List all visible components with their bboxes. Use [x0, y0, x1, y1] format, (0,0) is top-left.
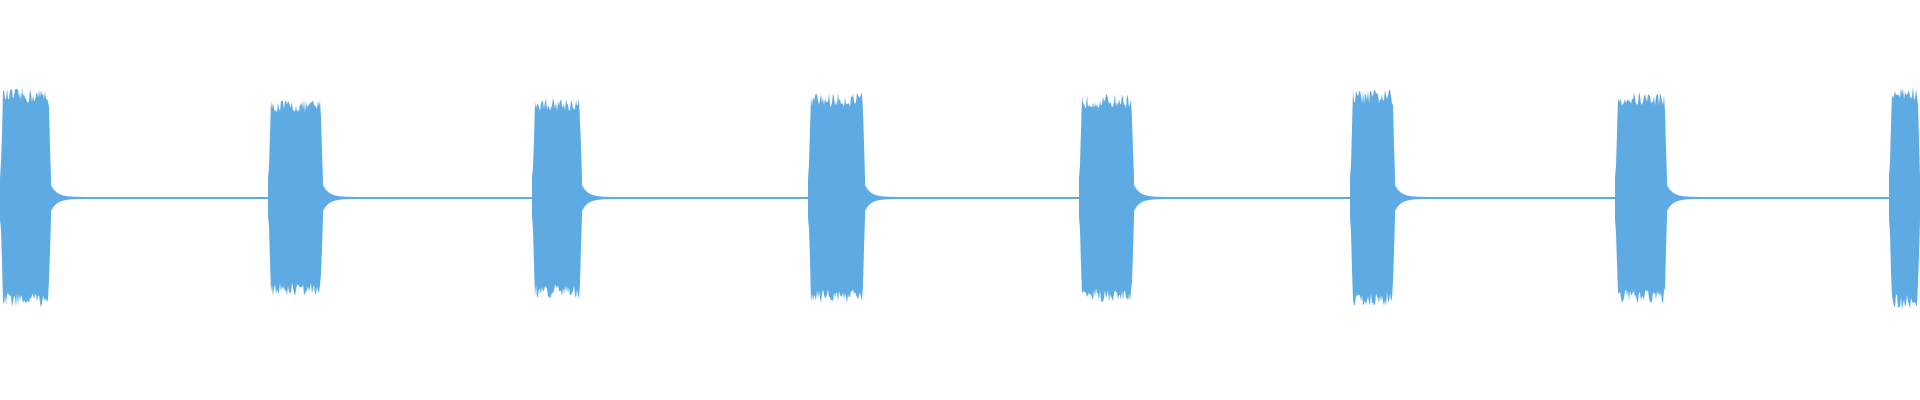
waveform-burst	[268, 99, 323, 297]
burst-decay-tail	[864, 185, 905, 211]
burst-decay-tail	[1666, 185, 1707, 211]
waveform-track	[0, 86, 1920, 310]
burst-decay-tail	[322, 185, 363, 211]
burst-decay-tail	[581, 185, 622, 211]
waveform-burst	[0, 88, 51, 308]
silence-baseline	[0, 197, 1920, 199]
burst-decay-tail	[1133, 185, 1174, 211]
waveform-burst	[532, 97, 582, 299]
waveform-burst	[1615, 92, 1667, 303]
waveform-burst	[808, 92, 865, 303]
burst-decay-tail	[1394, 185, 1435, 211]
burst-decay-tail	[50, 185, 91, 211]
waveform-burst	[1350, 89, 1395, 306]
waveform-burst	[1889, 86, 1920, 310]
waveform-burst	[1079, 94, 1134, 302]
